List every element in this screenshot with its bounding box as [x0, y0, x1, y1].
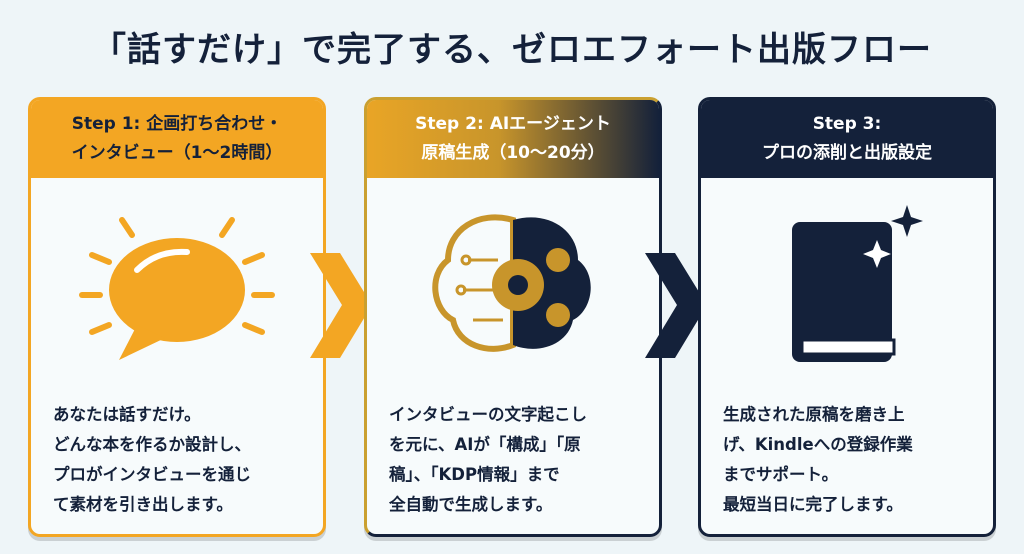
speech-bubble-icon: [31, 195, 323, 375]
book-icon: [701, 195, 993, 375]
step-3-heading: Step 3: プロの添削と出版設定: [701, 100, 993, 178]
page-title: 「話すだけ」で完了する、ゼロエフォート出版フロー: [92, 30, 932, 70]
step-2-description: インタビューの文字起こし を元に、AIが「構成」「原 稿」、「KDP情報」まで …: [389, 405, 587, 514]
arrow-right-icon: [310, 253, 372, 358]
step-1-heading: Step 1: 企画打ち合わせ・ インタビュー（1〜2時間）: [31, 100, 323, 178]
step-1-description: あなたは話すだけ。 どんな本を作るか設計し、 プロがインタビューを通じ て素材を…: [53, 405, 251, 514]
step-1-card: Step 1: 企画打ち合わせ・ インタビュー（1〜2時間） あなたは話すだけ。…: [28, 97, 326, 537]
step-3-card: Step 3: プロの添削と出版設定 生成された原稿を磨き上 げ、Kindleへ…: [698, 97, 996, 537]
arrow-right-icon: [645, 253, 707, 358]
step-2-heading: Step 2: AIエージェント 原稿生成（10〜20分）: [367, 100, 659, 178]
ai-brain-icon: [367, 195, 659, 375]
step-2-card: Step 2: AIエージェント 原稿生成（10〜20分） インタビューの文字起…: [364, 97, 662, 537]
step-3-description: 生成された原稿を磨き上 げ、Kindleへの登録作業 までサポート。 最短当日に…: [723, 405, 913, 514]
